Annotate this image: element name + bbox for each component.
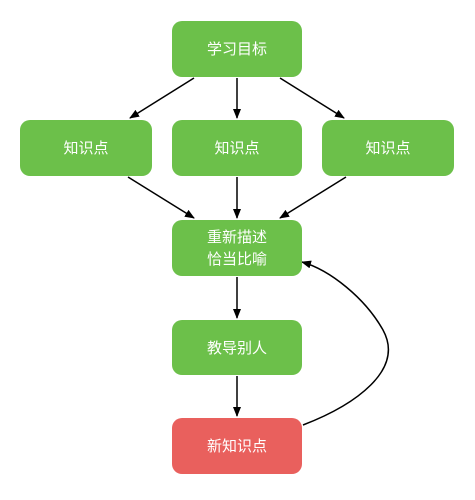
arrow-goal-to-k1 <box>129 77 195 119</box>
node-knowledge-point-1-label: 知识点 <box>63 139 109 157</box>
node-new-knowledge-point: 新知识点 <box>172 418 302 474</box>
node-new-knowledge-point-label: 新知识点 <box>206 437 267 455</box>
node-knowledge-point-1: 知识点 <box>20 120 152 176</box>
arrow-k1-to-restate <box>127 176 195 219</box>
node-teach-others: 教导别人 <box>172 320 302 375</box>
node-learning-goal-label: 学习目标 <box>206 40 267 58</box>
node-knowledge-point-3: 知识点 <box>322 120 454 176</box>
node-restate-line1: 重新描述 <box>206 228 267 246</box>
node-knowledge-point-2: 知识点 <box>172 120 302 176</box>
arrow-goal-to-k3 <box>279 77 345 119</box>
node-restate-line2: 恰当比喻 <box>206 250 267 268</box>
node-teach-others-label: 教导别人 <box>206 338 267 357</box>
node-knowledge-point-3-label: 知识点 <box>365 139 411 157</box>
node-learning-goal: 学习目标 <box>172 21 302 77</box>
node-restate-analogy: 重新描述 恰当比喻 <box>172 220 302 276</box>
arrow-k3-to-restate <box>279 176 347 219</box>
node-knowledge-point-2-label: 知识点 <box>214 139 260 157</box>
arrow-newk-to-restate-loop <box>301 260 390 426</box>
